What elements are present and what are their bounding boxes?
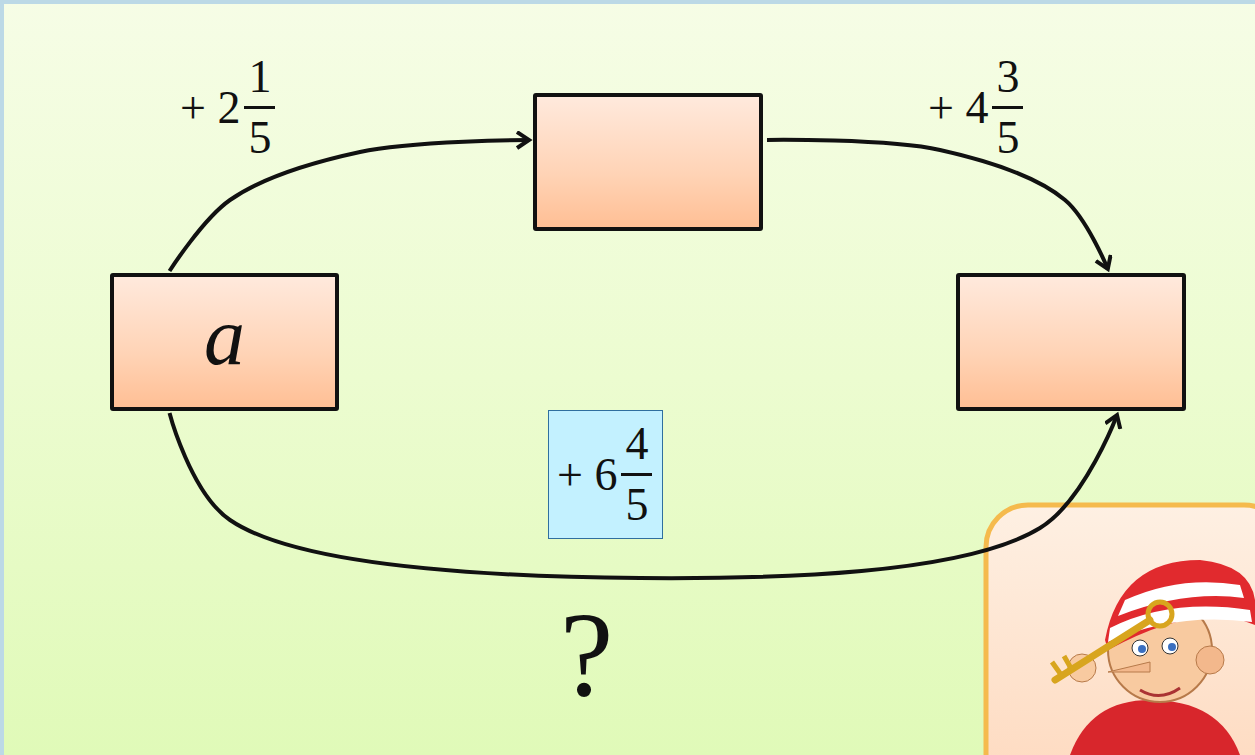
denominator: 5: [992, 113, 1023, 163]
denominator: 5: [244, 113, 275, 163]
fraction: 35: [992, 52, 1023, 163]
arrow-connector: [170, 413, 1117, 578]
fraction: 15: [244, 52, 275, 163]
whole-part: + 4: [928, 85, 988, 131]
process-box: [533, 93, 763, 231]
fraction-bar: [621, 473, 652, 476]
numerator: 3: [992, 52, 1023, 102]
arrow-connector: [767, 140, 1108, 269]
fraction-bar: [244, 106, 275, 109]
whole-part: + 6: [557, 452, 617, 498]
step-label: + 435: [928, 52, 1023, 163]
fraction: 45: [621, 419, 652, 530]
step-label: + 215: [180, 52, 275, 163]
fraction-bar: [992, 106, 1023, 109]
answer-box: + 645: [548, 410, 663, 539]
numerator: 1: [244, 52, 275, 102]
numerator: 4: [621, 419, 652, 469]
pinocchio-figure: [1052, 560, 1255, 755]
process-box: a: [110, 273, 339, 411]
denominator: 5: [621, 480, 652, 530]
picture-panel: [986, 505, 1255, 755]
arrow-connector: [170, 140, 529, 271]
question-mark: ?: [560, 595, 613, 715]
variable-name: a: [204, 296, 245, 388]
process-box: [956, 273, 1186, 411]
whole-part: + 2: [180, 85, 240, 131]
